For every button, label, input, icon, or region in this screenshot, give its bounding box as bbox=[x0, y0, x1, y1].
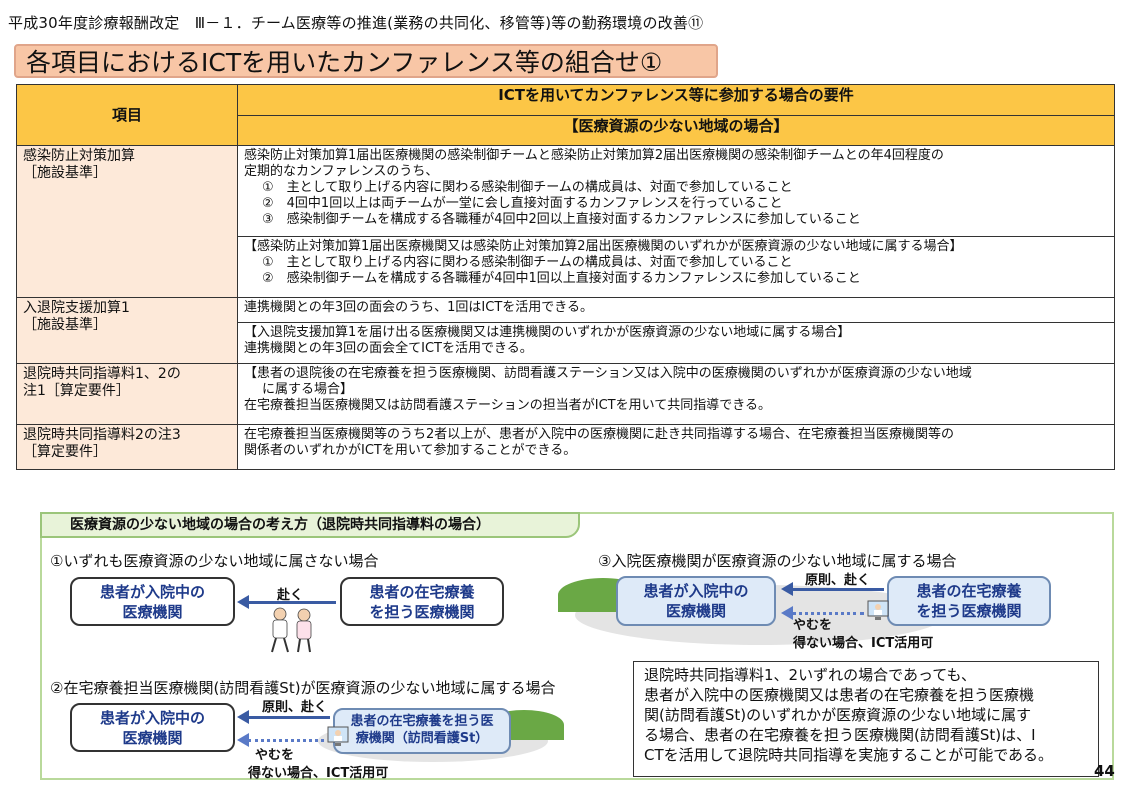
row-item: 退院時共同指導料1、2の 注1［算定要件］ bbox=[16, 363, 238, 425]
go-arrow bbox=[248, 601, 336, 604]
go-arrow-head-2 bbox=[237, 710, 249, 724]
people-walking-icon bbox=[271, 607, 312, 653]
req-cell: 【入退院支援加算1を届け出る医療機関又は連携機関のいずれかが医療資源の少ない地域… bbox=[237, 322, 1115, 364]
item-type: ［施設基準］ bbox=[23, 165, 107, 181]
go-principle-label-2: 原則、赴く bbox=[262, 700, 328, 715]
req-cell: 連携機関との年3回の面会のうち、1回はICTを活用できる。 bbox=[237, 297, 1115, 323]
req-line: に属する場合】 bbox=[262, 382, 354, 397]
ict-arrow-head-3 bbox=[781, 606, 793, 620]
item-name: 退院時共同指導料1、2の bbox=[23, 366, 181, 382]
case1-label: ①いずれも医療資源の少ない地域に属さない場合 bbox=[50, 552, 379, 570]
req-line: ① 主として取り上げる内容に関わる感染制御チームの構成員は、対面で参加しているこ… bbox=[262, 255, 793, 270]
monitor-icon bbox=[867, 600, 889, 620]
node-line: を担う医療機関 bbox=[916, 602, 1022, 620]
node-line: 療機関（訪問看護St） bbox=[355, 731, 489, 746]
note-line: 関(訪問看護St)のいずれかが医療資源の少ない地域に属す bbox=[644, 706, 1032, 724]
req-line: ③ 感染制御チームを構成する各職種が4回中2回以上直接対面するカンファレンスに参… bbox=[262, 212, 861, 227]
ict-label-2: 得ない場合、ICT活用可 bbox=[793, 636, 934, 651]
go-label: 赴く bbox=[277, 588, 304, 603]
home-care-node-3: 患者の在宅療養 を担う医療機関 bbox=[887, 576, 1051, 626]
case3-label: ③入院医療機関が医療資源の少ない地域に属する場合 bbox=[598, 552, 957, 570]
req-line: 定期的なカンファレンスのうち、 bbox=[244, 164, 439, 179]
go-arrow-head-3 bbox=[781, 582, 793, 596]
col-item-header: 項目 bbox=[16, 84, 238, 146]
req-cell: 【感染防止対策加算1届出医療機関又は感染防止対策加算2届出医療機関のいずれかが医… bbox=[237, 236, 1115, 298]
node-line: 医療機関 bbox=[665, 602, 726, 620]
node-line: 患者が入院中の bbox=[99, 709, 205, 727]
ict-arrow-3 bbox=[792, 612, 864, 615]
go-arrow-head bbox=[237, 595, 249, 609]
node-line: を担う医療機関 bbox=[369, 603, 475, 621]
note-line: 退院時共同指導料1、2いずれの場合であっても、 bbox=[644, 666, 976, 684]
node-line: 患者の在宅療養を担う医 bbox=[350, 714, 494, 729]
item-name: 感染防止対策加算 bbox=[23, 148, 135, 164]
inpatient-hospital-node-2: 患者が入院中の 医療機関 bbox=[70, 703, 235, 752]
ict-label-1: やむを bbox=[793, 618, 833, 633]
go-arrow-2 bbox=[248, 716, 330, 719]
req-line: 【感染防止対策加算1届出医療機関又は感染防止対策加算2届出医療機関のいずれかが医… bbox=[244, 239, 963, 254]
item-type: 注1［算定要件］ bbox=[23, 383, 130, 399]
note-line: る場合、患者の在宅療養を担う医療機関(訪問看護St)は、I bbox=[644, 726, 1036, 744]
note-line: CTを活用して退院時共同指導を実施することが可能である。 bbox=[644, 746, 1054, 764]
col-req-header: ICTを用いてカンファレンス等に参加する場合の要件 bbox=[237, 84, 1115, 116]
req-cell: 【患者の退院後の在宅療養を担う医療機関、訪問看護ステーション又は入院中の医療機関… bbox=[237, 363, 1115, 425]
req-cell: 在宅療養担当医療機関等のうち2者以上が、患者が入院中の医療機関に赴き共同指導する… bbox=[237, 424, 1115, 470]
item-name: 退院時共同指導料2の注3 bbox=[23, 427, 181, 443]
req-line: 感染防止対策加算1届出医療機関の感染制御チームと感染防止対策加算2届出医療機関の… bbox=[244, 148, 944, 163]
item-name: 入退院支援加算1 bbox=[23, 300, 130, 316]
node-line: 患者が入院中の bbox=[99, 583, 205, 601]
top-line: 平成30年度診療報酬改定 Ⅲ－１．チーム医療等の推進(業務の共同化、移管等)等の… bbox=[8, 14, 704, 32]
req-line: 連携機関との年3回の面会のうち、1回はICTを活用できる。 bbox=[244, 300, 594, 315]
node-line: 医療機関 bbox=[122, 729, 183, 747]
inpatient-hospital-node-3: 患者が入院中の 医療機関 bbox=[616, 576, 776, 626]
req-cell: 感染防止対策加算1届出医療機関の感染制御チームと感染防止対策加算2届出医療機関の… bbox=[237, 145, 1115, 237]
case2-label: ②在宅療養担当医療機関(訪問看護St)が医療資源の少ない地域に属する場合 bbox=[50, 679, 556, 697]
ict-arrow-2 bbox=[248, 739, 324, 742]
node-line: 患者が入院中の bbox=[643, 582, 749, 600]
note-box: 退院時共同指導料1、2いずれの場合であっても、 患者が入院中の医療機関又は患者の… bbox=[633, 661, 1099, 777]
req-line: 在宅療養担当医療機関等のうち2者以上が、患者が入院中の医療機関に赴き共同指導する… bbox=[244, 427, 955, 442]
ict-label-2b: 得ない場合、ICT活用可 bbox=[248, 766, 389, 781]
go-arrow-3 bbox=[792, 588, 884, 591]
col-req-sub-header: 【医療資源の少ない地域の場合】 bbox=[237, 114, 1115, 146]
req-line: 連携機関との年3回の面会全てICTを活用できる。 bbox=[244, 341, 533, 356]
req-line: 【入退院支援加算1を届け出る医療機関又は連携機関のいずれかが医療資源の少ない地域… bbox=[244, 325, 851, 340]
req-line: 関係者のいずれかがICTを用いて参加することができる。 bbox=[244, 443, 577, 458]
page-title: 各項目におけるICTを用いたカンファレンス等の組合せ① bbox=[14, 44, 718, 78]
row-item: 感染防止対策加算 ［施設基準］ bbox=[16, 145, 238, 298]
diagram-heading: 医療資源の少ない地域の場合の考え方（退院時共同指導料の場合） bbox=[40, 512, 580, 538]
req-line: 【患者の退院後の在宅療養を担う医療機関、訪問看護ステーション又は入院中の医療機関… bbox=[244, 366, 972, 381]
monitor-icon-2 bbox=[327, 726, 349, 746]
go-principle-label: 原則、赴く bbox=[805, 573, 871, 588]
req-line: ② 感染制御チームを構成する各職種が4回中1回以上直接対面するカンファレンスに参… bbox=[262, 271, 861, 286]
item-type: ［算定要件］ bbox=[23, 444, 107, 460]
node-line: 患者の在宅療養 bbox=[369, 583, 475, 601]
node-line: 医療機関 bbox=[122, 603, 183, 621]
req-line: ② 4回中1回以上は両チームが一堂に会し直接対面するカンファレンスを行っているこ… bbox=[262, 196, 783, 211]
page-number: 44 bbox=[1094, 762, 1115, 780]
note-line: 患者が入院中の医療機関又は患者の在宅療養を担う医療機 bbox=[644, 686, 1035, 704]
node-line: 患者の在宅療養 bbox=[916, 582, 1022, 600]
inpatient-hospital-node: 患者が入院中の 医療機関 bbox=[70, 577, 235, 626]
req-line: 在宅療養担当医療機関又は訪問看護ステーションの担当者がICTを用いて共同指導でき… bbox=[244, 398, 771, 413]
req-line: ① 主として取り上げる内容に関わる感染制御チームの構成員は、対面で参加しているこ… bbox=[262, 180, 793, 195]
ict-label-2a: やむを bbox=[255, 748, 295, 763]
requirements-table: 項目 ICTを用いてカンファレンス等に参加する場合の要件 【医療資源の少ない地域… bbox=[16, 84, 1115, 470]
row-item: 入退院支援加算1 ［施設基準］ bbox=[16, 297, 238, 364]
home-care-node-2: 患者の在宅療養を担う医 療機関（訪問看護St） bbox=[333, 708, 511, 754]
item-type: ［施設基準］ bbox=[23, 317, 107, 333]
ict-arrow-head-2 bbox=[237, 733, 249, 747]
home-care-node: 患者の在宅療養 を担う医療機関 bbox=[340, 577, 504, 626]
row-item: 退院時共同指導料2の注3 ［算定要件］ bbox=[16, 424, 238, 470]
